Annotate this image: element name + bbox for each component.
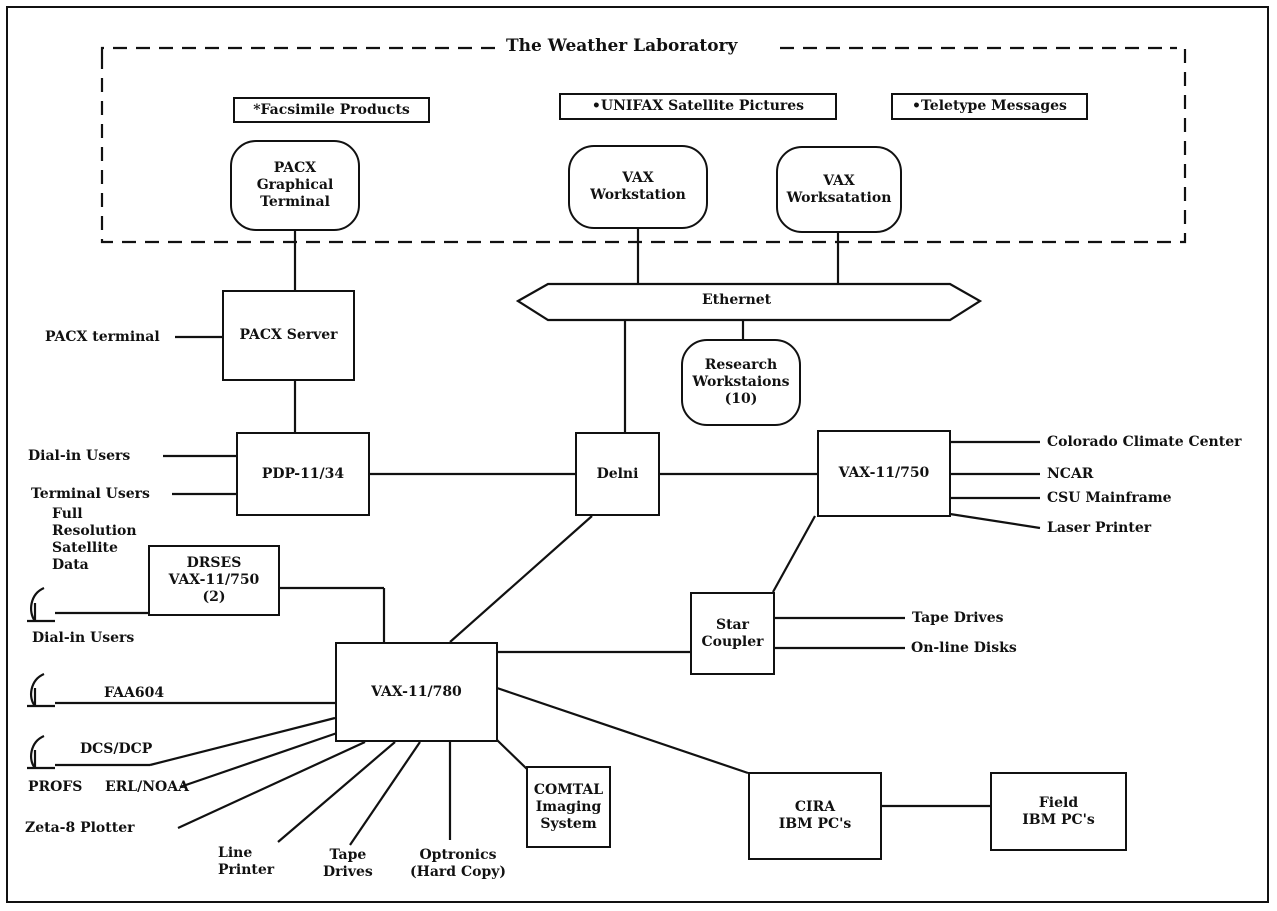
tape-drives-bottom-label: Tape Drives: [323, 847, 373, 880]
delni-box: Delni: [575, 432, 660, 516]
pacx-graphical-terminal-label: PACX Graphical Terminal: [256, 160, 334, 210]
full-resolution-label: Full Resolution Satellite Data: [52, 506, 137, 573]
dialin-users-1-label: Dial-in Users: [28, 448, 131, 464]
comtal-label: COMTAL Imaging System: [533, 781, 604, 832]
line-printer-label: Line Printer: [218, 845, 275, 878]
research-workstations-label: Research Workstaions (10): [692, 357, 790, 407]
csu-mainframe-label: CSU Mainframe: [1047, 490, 1172, 506]
pacx-terminal-label: PACX terminal: [45, 329, 160, 345]
ncar-label: NCAR: [1047, 466, 1094, 482]
pdp-box: PDP-11/34: [236, 432, 370, 516]
drses-label: DRSES VAX-11/750 (2): [168, 555, 260, 605]
diagram-frame: [6, 6, 1269, 903]
vax-workstation-1-label: VAX Workstation: [590, 170, 686, 203]
cira-label: CIRA IBM PC's: [778, 799, 852, 832]
unifax-satellite-box: •UNIFAX Satellite Pictures: [559, 93, 837, 120]
tape-drives-right-label: Tape Drives: [912, 610, 1004, 626]
teletype-messages-box: •Teletype Messages: [891, 93, 1088, 120]
ethernet-label: Ethernet: [702, 292, 772, 308]
pacx-graphical-terminal: PACX Graphical Terminal: [230, 140, 360, 231]
vax-workstation-1: VAX Workstation: [568, 145, 708, 229]
vax750-label: VAX-11/750: [838, 465, 930, 481]
field-box: Field IBM PC's: [990, 772, 1127, 851]
drses-box: DRSES VAX-11/750 (2): [148, 545, 280, 616]
delni-label: Delni: [596, 465, 639, 482]
pacx-server-box: PACX Server: [222, 290, 355, 381]
zeta-plotter-label: Zeta-8 Plotter: [25, 820, 135, 836]
research-workstations-box: Research Workstaions (10): [681, 339, 801, 426]
erl-noaa-label: ERL/NOAA: [105, 779, 189, 795]
terminal-users-label: Terminal Users: [31, 486, 150, 502]
dialin-users-2-label: Dial-in Users: [32, 630, 135, 646]
faa604-label: FAA604: [104, 685, 165, 701]
colorado-climate-label: Colorado Climate Center: [1047, 434, 1242, 450]
lab-title: The Weather Laboratory: [500, 36, 744, 56]
unifax-satellite-label: •UNIFAX Satellite Pictures: [591, 98, 805, 114]
optronics-label: Optronics (Hard Copy): [410, 847, 506, 880]
teletype-messages-label: •Teletype Messages: [912, 98, 1067, 114]
laser-printer-label: Laser Printer: [1047, 520, 1152, 536]
comtal-box: COMTAL Imaging System: [526, 766, 611, 848]
vax780-label: VAX-11/780: [371, 683, 462, 700]
antenna-dcs: [27, 734, 55, 770]
field-label: Field IBM PC's: [1022, 794, 1095, 828]
cira-box: CIRA IBM PC's: [748, 772, 882, 860]
facsimile-products-box: *Facsimile Products: [233, 97, 430, 123]
star-coupler-box: Star Coupler: [690, 592, 775, 675]
ethernet-bus-shape: [515, 282, 983, 322]
vax780-box: VAX-11/780: [335, 642, 498, 742]
dcs-dcp-label: DCS/DCP: [80, 741, 153, 757]
pacx-server-label: PACX Server: [239, 327, 338, 343]
lab-boundary: [100, 46, 1187, 244]
antenna-drses: [27, 586, 55, 623]
vax-workstation-2: VAX Worksatation: [776, 146, 902, 233]
antenna-faa604: [27, 672, 55, 708]
pdp-label: PDP-11/34: [261, 465, 345, 482]
facsimile-products-label: *Facsimile Products: [253, 101, 410, 118]
online-disks-label: On-line Disks: [911, 640, 1017, 656]
star-coupler-label: Star Coupler: [701, 616, 764, 650]
vax750-box: VAX-11/750: [817, 430, 951, 517]
profs-label: PROFS: [28, 779, 83, 795]
vax-workstation-2-label: VAX Worksatation: [786, 172, 892, 206]
